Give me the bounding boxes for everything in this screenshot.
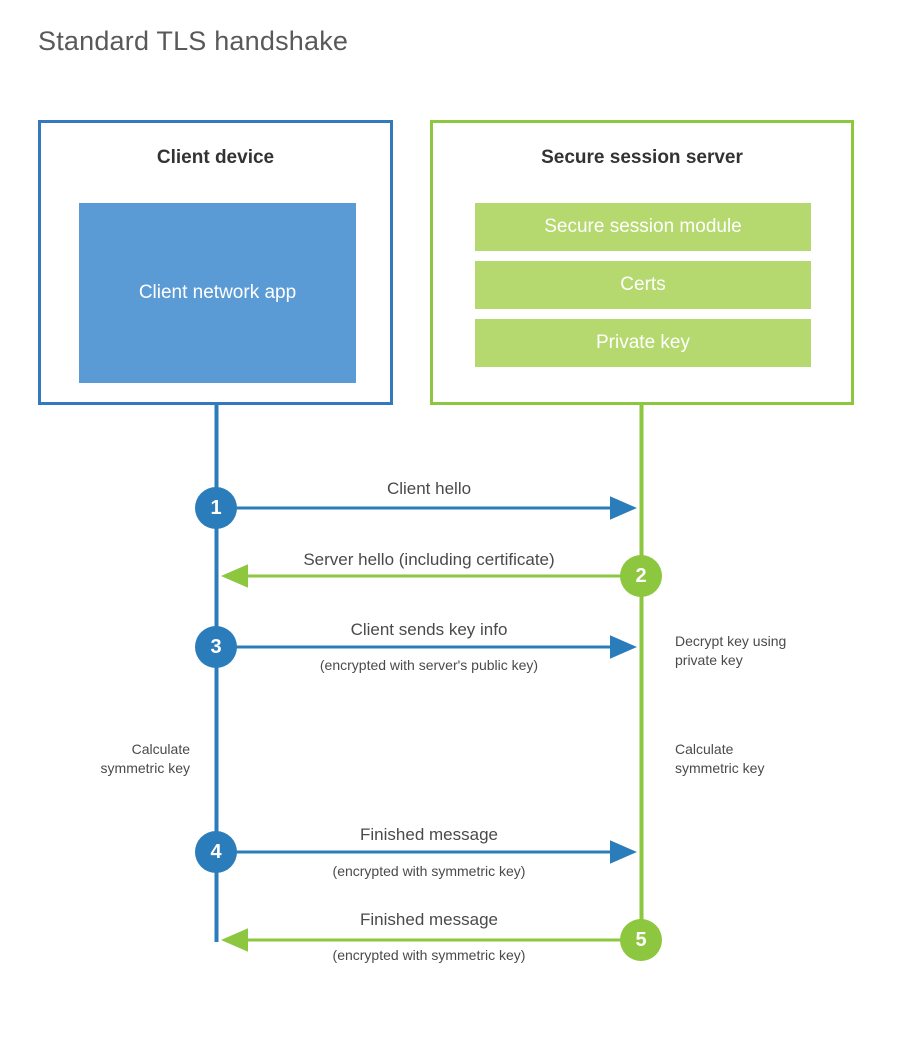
server-module-stack: Secure session module Certs Private key (475, 203, 811, 367)
secure-session-server-box: Secure session server Secure session mod… (430, 120, 854, 405)
step-marker-5[interactable]: 5 (620, 919, 662, 961)
message-label-step-2: Server hello (including certificate) (303, 550, 555, 569)
server-module-certs: Certs (475, 261, 811, 309)
annotation-client-calculate-symmetric-key: Calculate symmetric key (100, 741, 190, 776)
secure-session-server-title: Secure session server (541, 147, 743, 168)
annotation-server-calculate-symmetric-key: Calculate symmetric key (675, 741, 765, 776)
message-sublabel-step-5: (encrypted with symmetric key) (332, 947, 526, 963)
message-sublabel-step-4: (encrypted with symmetric key) (332, 863, 526, 879)
server-module-secure-session-module: Secure session module (475, 203, 811, 251)
step-marker-3[interactable]: 3 (195, 626, 237, 668)
step-marker-2[interactable]: 2 (620, 555, 662, 597)
client-device-title: Client device (156, 147, 275, 168)
message-label-step-4: Finished message (360, 825, 498, 844)
message-label-step-5: Finished message (360, 910, 498, 929)
server-module-private-key: Private key (475, 319, 811, 367)
annotation-decrypt-key: Decrypt key using private key (675, 633, 787, 668)
client-device-box: Client device Client network app (38, 120, 393, 405)
step-marker-1[interactable]: 1 (195, 487, 237, 529)
message-label-step-1: Client hello (386, 479, 472, 498)
message-label-step-3: Client sends key info (350, 620, 508, 639)
page-title: Standard TLS handshake (38, 26, 349, 56)
step-marker-4[interactable]: 4 (195, 831, 237, 873)
message-sublabel-step-3: (encrypted with server's public key) (319, 657, 539, 673)
client-network-app-block: Client network app (79, 203, 356, 383)
